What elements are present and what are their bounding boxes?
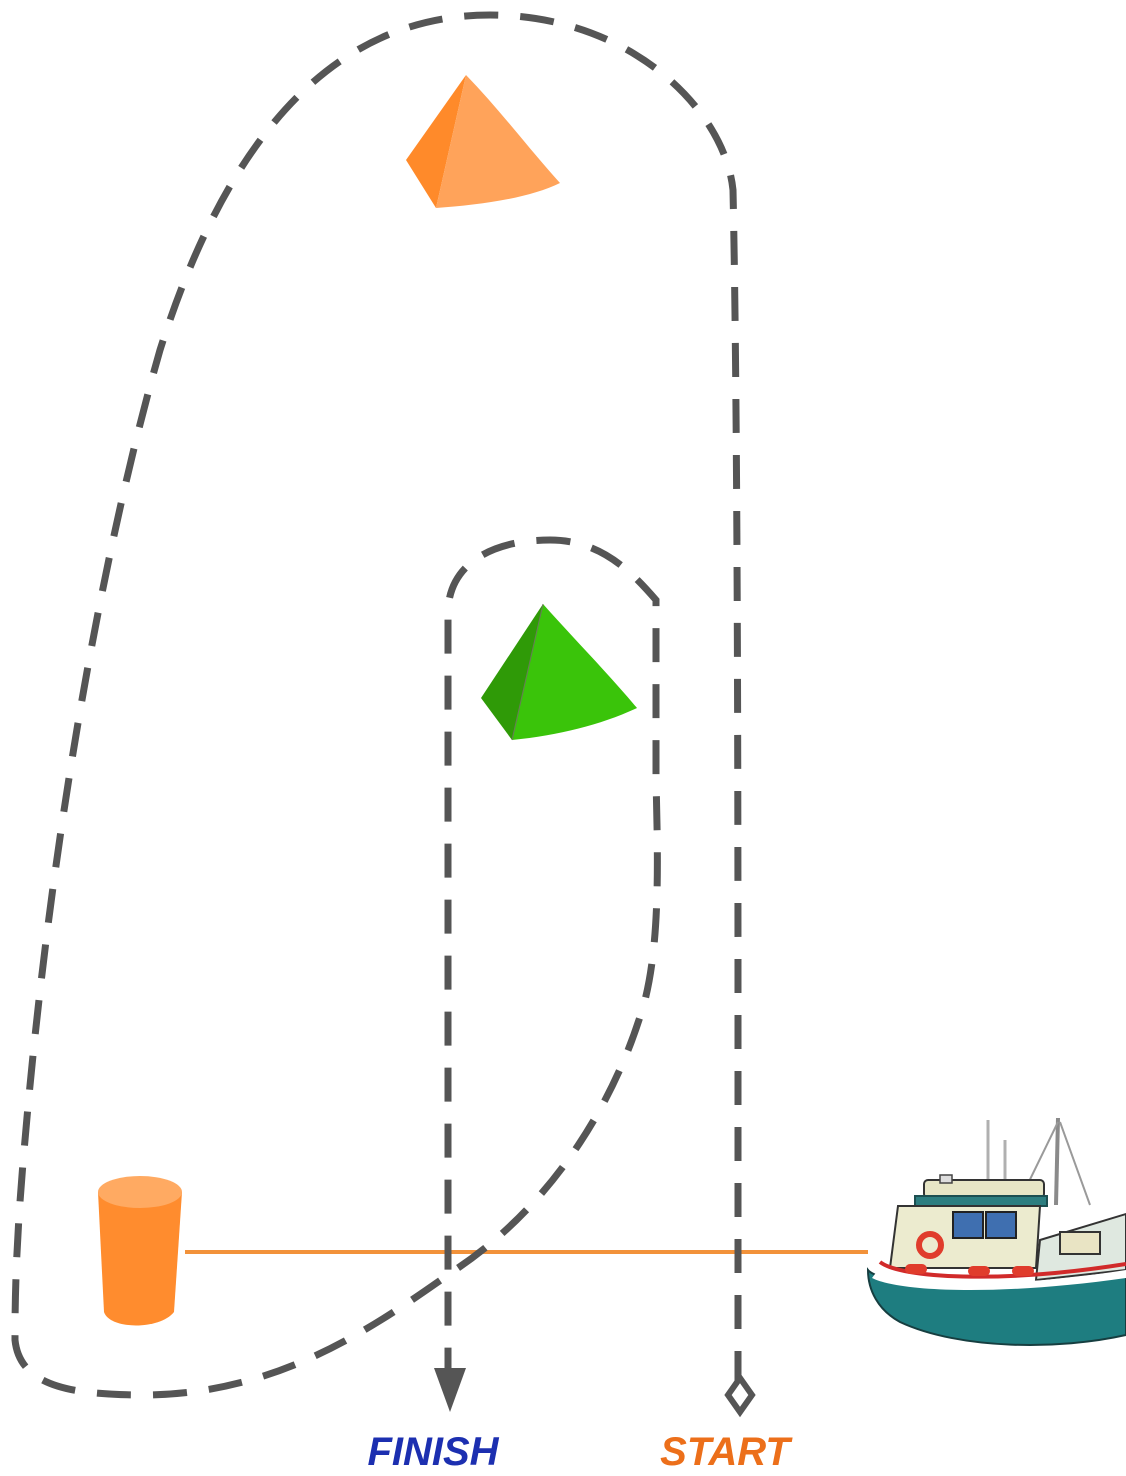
orange-cylinder-buoy-icon <box>98 1176 182 1326</box>
arrowhead-icon <box>434 1368 466 1412</box>
green-pyramid-buoy-icon <box>481 603 637 741</box>
orange-pyramid-buoy-icon <box>406 75 560 208</box>
start-label: START <box>660 1430 790 1474</box>
course-path <box>11 11 742 1399</box>
boat-icon <box>866 1117 1126 1346</box>
finish-label: FINISH <box>367 1430 499 1474</box>
diamond-icon <box>724 1372 756 1418</box>
